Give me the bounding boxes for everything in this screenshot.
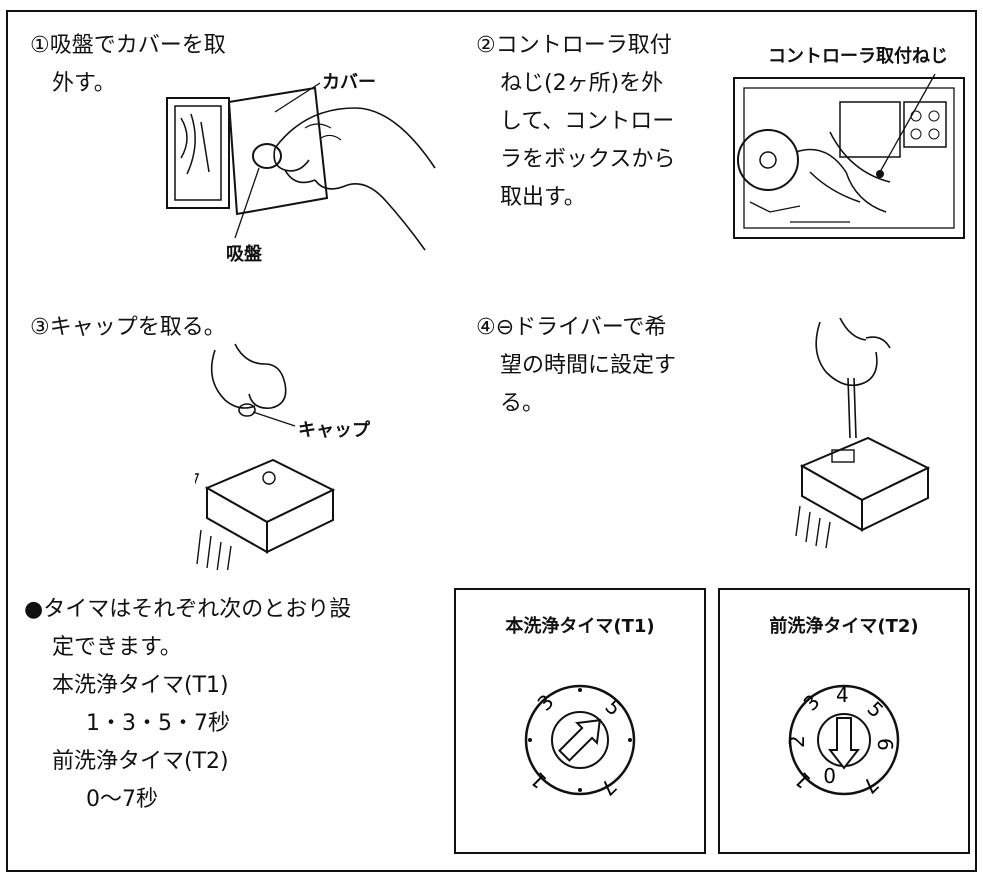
step3-text: ③キャップを取る。 [30, 315, 226, 340]
step2-text-line3: して、コントロー [500, 109, 675, 134]
t2-values: 0～7秒 [86, 787, 158, 812]
cap-removal-illustration [195, 340, 395, 570]
timer-note-line2: 定できます。 [52, 635, 182, 660]
cap-label: キャップ [298, 420, 370, 441]
dial-t2-mark-4: 4 [836, 683, 849, 707]
dial-t2-graphic: 4 5 6 7 0 1 2 3 [785, 683, 900, 798]
dial-t2-mark-6: 6 [873, 738, 897, 751]
screwdriver-setting-illustration [790, 318, 950, 568]
step2-text-line4: ラをボックスから [500, 147, 676, 172]
step4-text-line1: ④⊖ドライバーで希 [476, 315, 667, 340]
dial-t1-box: 本洗浄タイマ(T1) 3 5 7 1 [454, 588, 706, 854]
step4-text-line2: 望の時間に設定す [500, 353, 677, 378]
dial-t1-title: 本洗浄タイマ(T1) [505, 616, 655, 637]
dial-t2-mark-5: 5 [862, 697, 888, 723]
dial-t2-mark-0: 0 [823, 763, 836, 787]
cover-removal-illustration [155, 78, 445, 268]
t2-label: 前洗浄タイマ(T2) [52, 749, 229, 774]
step2-text-line2: ねじ(2ヶ所)を外 [500, 71, 664, 96]
instruction-frame [6, 10, 977, 872]
suction-cup-label: 吸盤 [226, 244, 262, 265]
t1-values: 1・3・5・7秒 [86, 711, 230, 736]
timer-note-line1: ●タイマはそれぞれ次のとおり設 [24, 597, 352, 622]
step4-text-line3: る。 [500, 391, 545, 416]
controller-box-illustration [730, 72, 970, 247]
dial-t2-mark-7: 7 [857, 772, 883, 798]
t1-label: 本洗浄タイマ(T1) [52, 673, 229, 698]
step1-text-line1: ①吸盤でカバーを取 [30, 33, 226, 58]
dial-t2-mark-1: 1 [790, 767, 816, 793]
dial-t2-mark-2: 2 [785, 735, 809, 748]
dial-t1-mark-1: 1 [526, 767, 552, 793]
step1-text-line2: 外す。 [52, 71, 116, 96]
dial-t2-box: 前洗浄タイマ(T2) 4 5 6 7 0 1 2 3 [718, 588, 970, 854]
step2-text-line5: 取出す。 [500, 185, 586, 210]
dial-t1-graphic: 3 5 7 1 [524, 684, 636, 800]
step2-text-line1: ②コントローラ取付 [476, 33, 672, 58]
cover-label: カバー [322, 72, 376, 93]
dial-t2-mark-3: 3 [799, 690, 825, 716]
dial-t2-title: 前洗浄タイマ(T2) [769, 616, 919, 637]
controller-screw-label: コントローラ取付ねじ [768, 46, 948, 67]
